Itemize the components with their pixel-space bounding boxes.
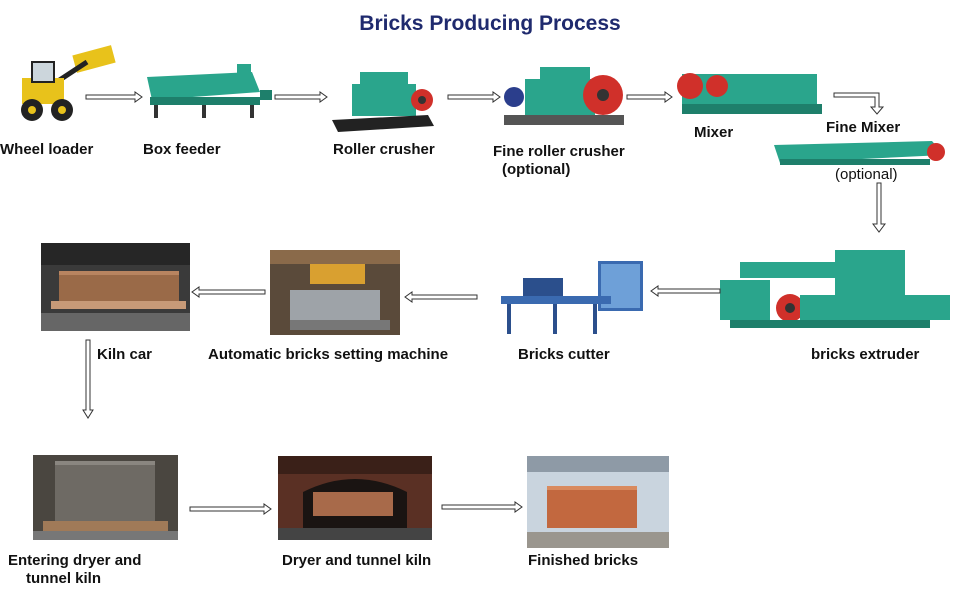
arrow-mixer-finemixer [833, 92, 885, 115]
diagram-title: Bricks Producing Process [359, 12, 621, 35]
tunnel-kiln-icon [278, 456, 432, 540]
fine-roller-crusher-icon [500, 65, 628, 130]
arrow-setting-kilncar [191, 286, 266, 298]
bricks-extruder-icon [720, 240, 956, 336]
step-label-finished-bricks: Finished bricks [528, 552, 639, 569]
step-label-roller-crusher: Roller crusher [333, 141, 435, 158]
arrow-finemixer-extruder [872, 182, 886, 233]
arrow-dryer-kiln [189, 503, 272, 515]
step-label-setting-machine: Automatic bricks setting machine [208, 346, 449, 363]
kiln-car-icon [41, 243, 190, 331]
step-label-fine-mixer: Fine Mixer [826, 119, 901, 136]
setting-machine-icon [270, 250, 400, 335]
step-label-kiln-car: Kiln car [97, 346, 153, 363]
step-label-entering-dryer: Entering dryer and [8, 552, 142, 569]
box-feeder-icon [142, 62, 274, 120]
arrow-loader-feeder [85, 91, 143, 103]
arrow-crusher-fine [447, 91, 501, 103]
roller-crusher-icon [330, 70, 435, 134]
step-label-entering-dryer-line2: tunnel kiln [26, 570, 101, 587]
step-label-mixer: Mixer [694, 124, 734, 141]
step-note-fine-roller-crusher: (optional) [502, 161, 571, 178]
arrow-kilncar-dryer [82, 339, 94, 419]
mixer-icon [672, 68, 824, 120]
arrow-extruder-cutter [650, 285, 721, 297]
arrow-cutter-setting [404, 291, 478, 303]
dryer-entry-icon [33, 455, 178, 540]
step-label-box-feeder: Box feeder [143, 141, 221, 158]
arrow-fine-mixer [626, 91, 673, 103]
step-label-bricks-extruder: bricks extruder [811, 346, 920, 363]
step-label-bricks-cutter: Bricks cutter [518, 346, 610, 363]
finished-bricks-icon [527, 456, 669, 548]
step-label-wheel-loader: Wheel loader [0, 141, 94, 158]
arrow-feeder-crusher [274, 91, 328, 103]
fine-mixer-icon [772, 137, 952, 169]
step-label-fine-roller-crusher: Fine roller crusher [493, 143, 625, 160]
bricks-cutter-icon [493, 256, 649, 341]
wheel-loader-icon [12, 40, 122, 125]
step-note-fine-mixer: (optional) [835, 166, 898, 183]
step-label-tunnel-kiln: Dryer and tunnel kiln [282, 552, 432, 569]
arrow-kiln-finished [441, 501, 523, 513]
